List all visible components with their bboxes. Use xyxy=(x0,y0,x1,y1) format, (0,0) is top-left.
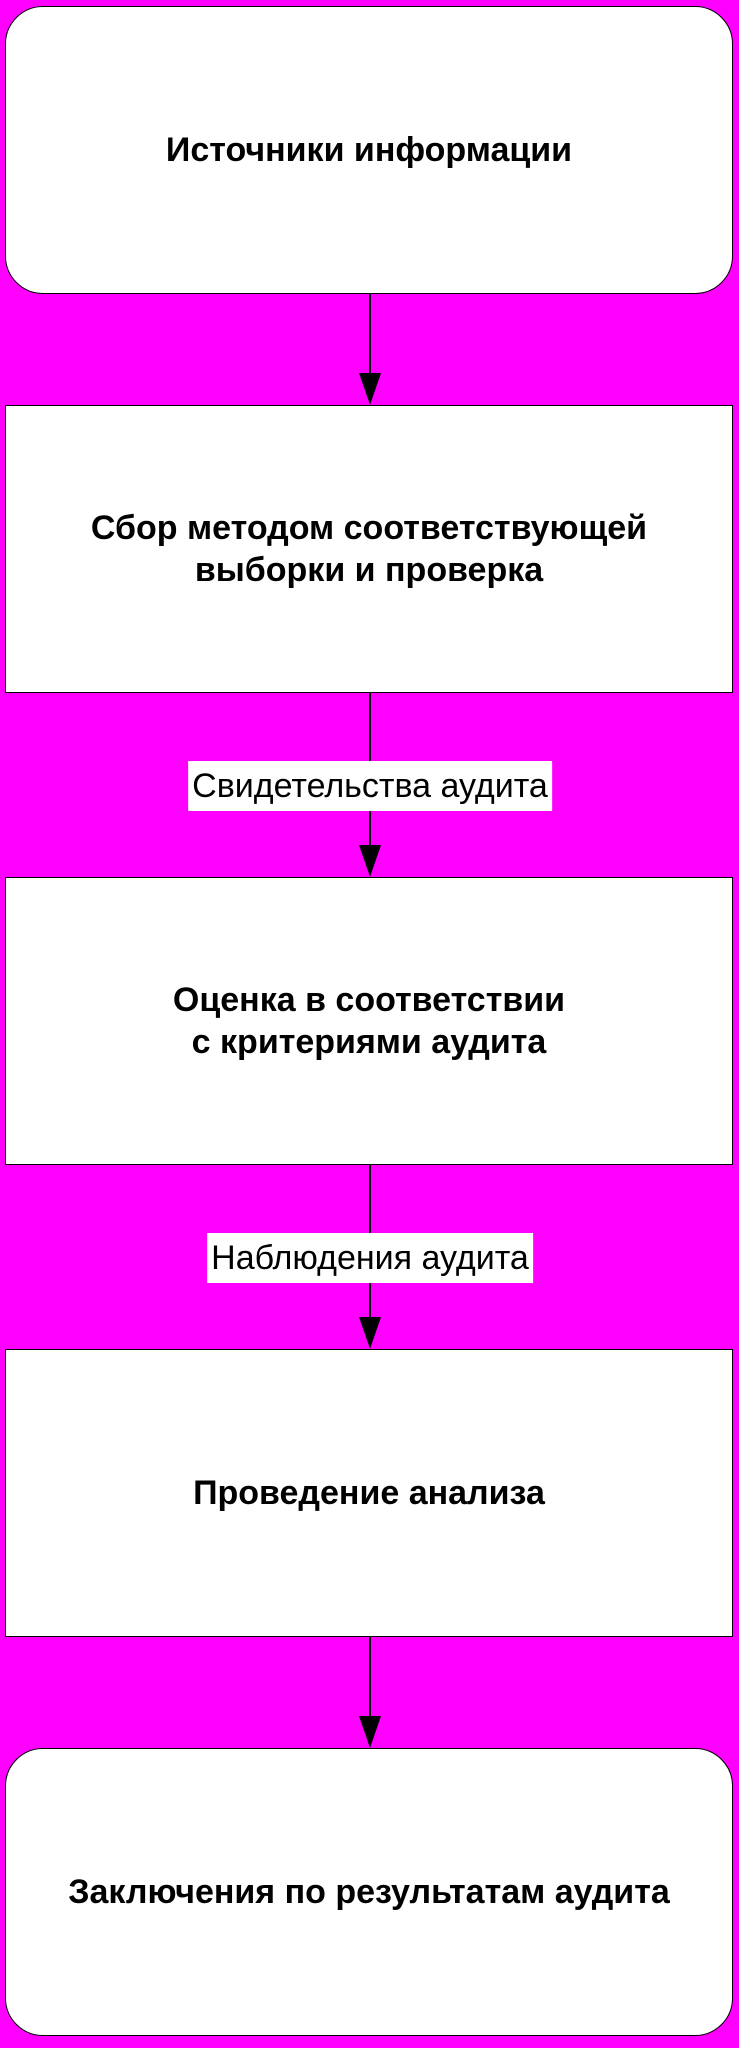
connector-line xyxy=(369,1637,371,1717)
arrowhead-down-icon xyxy=(359,1317,381,1349)
arrowhead-down-icon xyxy=(359,1716,381,1748)
node-audit-conclusions: Заключения по результатам аудита xyxy=(5,1748,733,2036)
arrowhead-down-icon xyxy=(359,845,381,877)
edge-label-audit-findings: Наблюдения аудита xyxy=(207,1233,533,1283)
node-label-line-1: Сбор методом соответствующей xyxy=(90,509,648,547)
node-information-sources: Источники информации xyxy=(5,6,733,294)
node-label: Заключения по результатам аудита xyxy=(68,1873,670,1911)
node-evaluation-against-criteria: Оценка в соответствии с критериями аудит… xyxy=(5,877,733,1165)
node-label: Проведение анализа xyxy=(193,1474,545,1512)
edge-label-audit-evidence: Свидетельства аудита xyxy=(188,761,552,811)
connector-line xyxy=(369,294,371,374)
node-label-line-1: Оценка в соответствии xyxy=(172,981,566,1019)
node-collection-and-verification: Сбор методом соответствующей выборки и п… xyxy=(5,405,733,693)
node-analysis: Проведение анализа xyxy=(5,1349,733,1637)
node-label-line-2: выборки и проверка xyxy=(194,551,544,589)
node-label-line-2: с критериями аудита xyxy=(191,1023,547,1061)
arrowhead-down-icon xyxy=(359,373,381,405)
node-label: Источники информации xyxy=(165,131,573,169)
